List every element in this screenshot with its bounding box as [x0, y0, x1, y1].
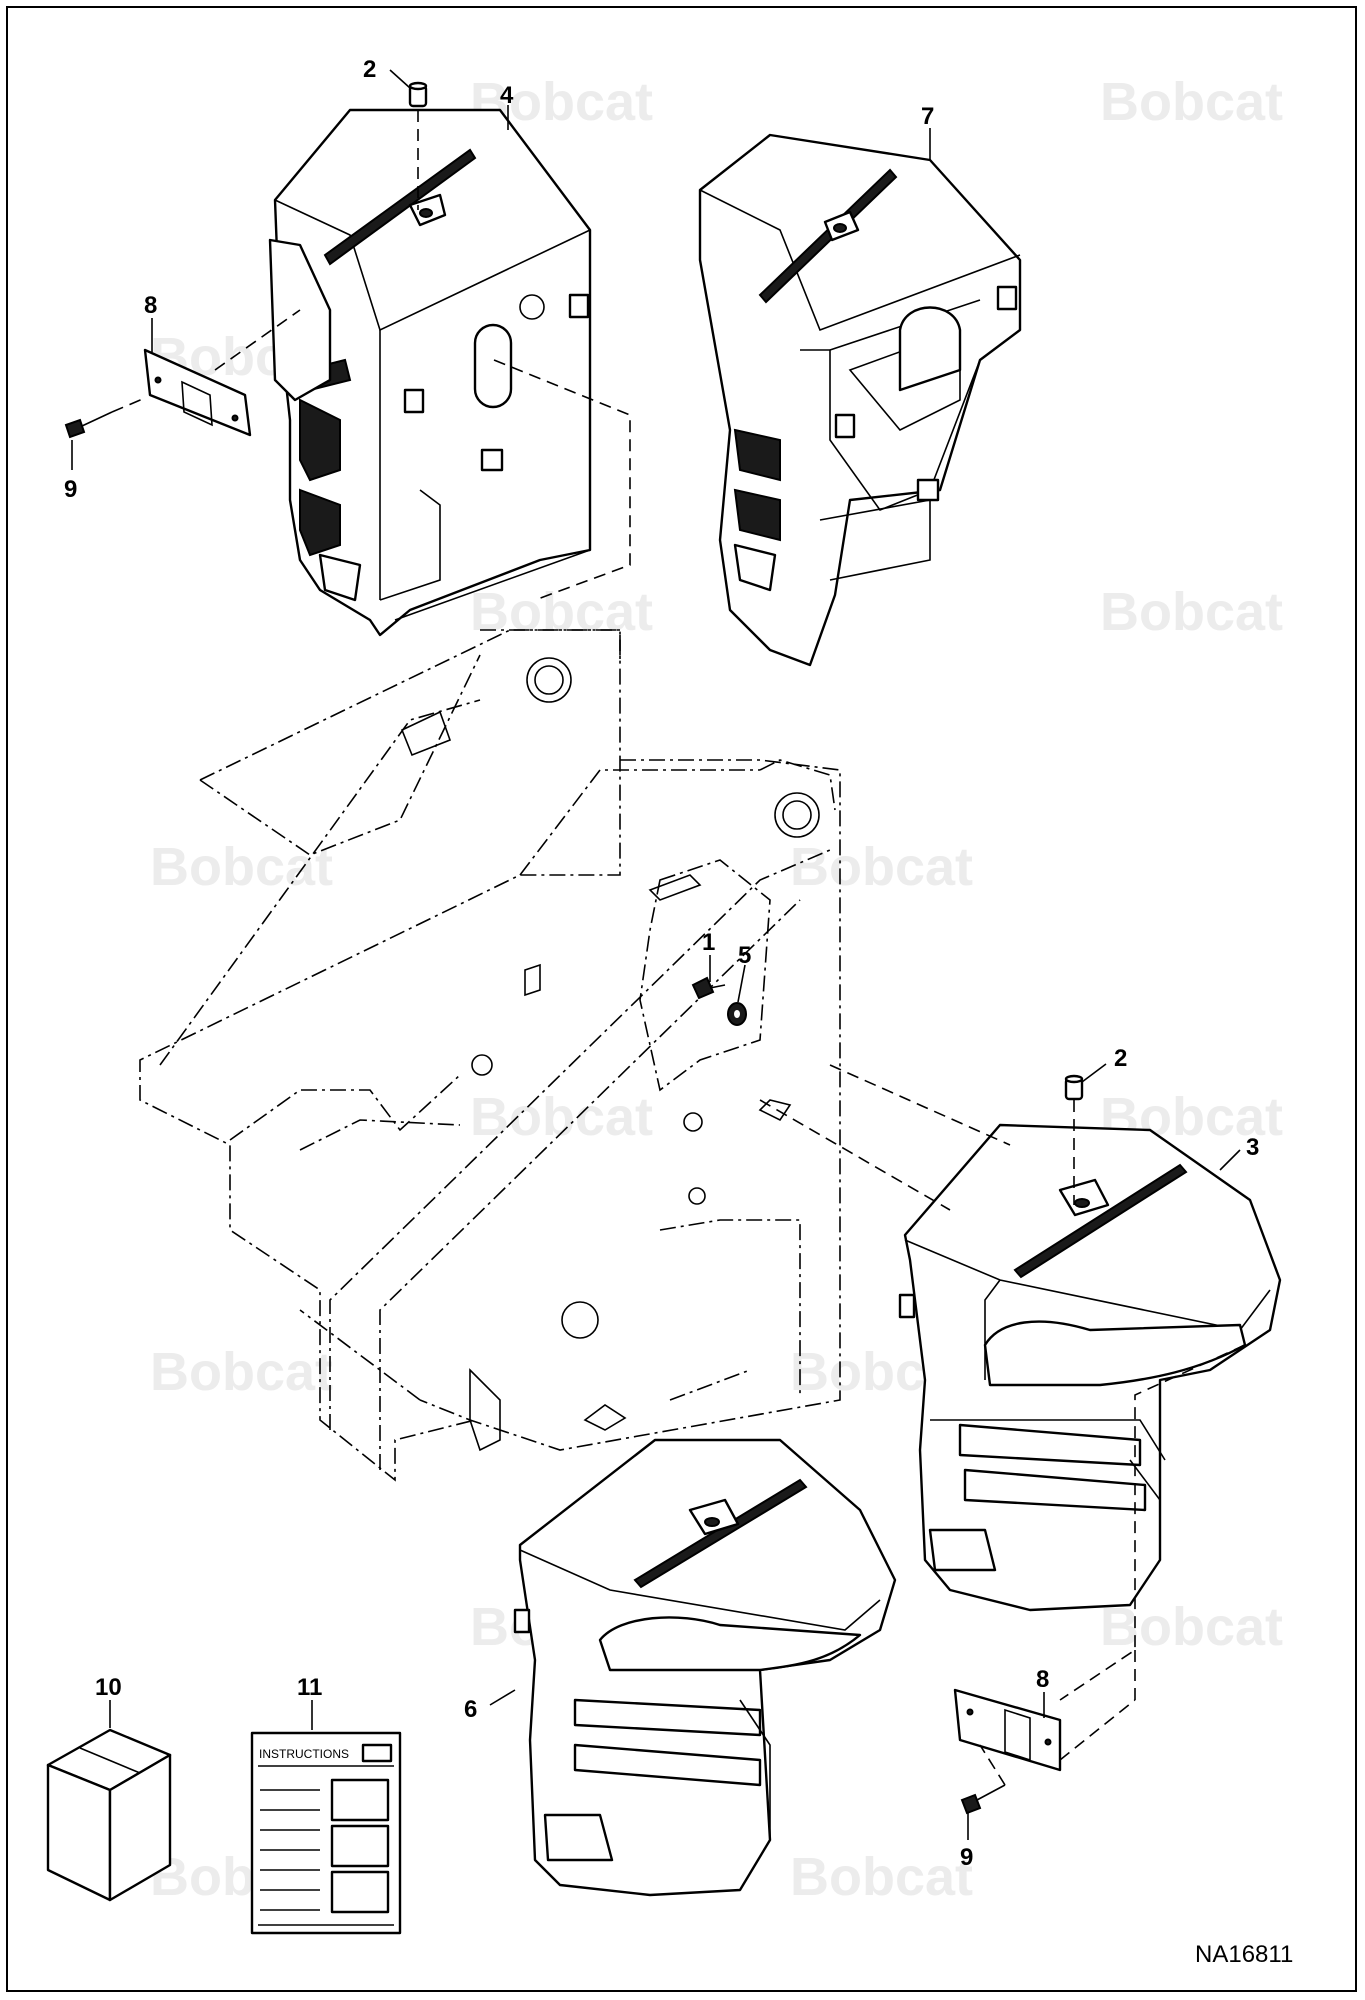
- drawing-frame: [6, 6, 1357, 1992]
- watermark: Bobcat: [1100, 72, 1283, 132]
- counterweight-right-7[interactable]: [698, 133, 1022, 667]
- watermark: Bobcat: [150, 837, 333, 897]
- watermark: Bobcat: [470, 582, 653, 642]
- watermark: Bobcat: [790, 1847, 973, 1907]
- pin-2-upper[interactable]: [408, 81, 428, 108]
- callout-9-lower: 9: [960, 1844, 973, 1871]
- callout-2-lower: 2: [1114, 1045, 1127, 1072]
- callout-8-upper: 8: [144, 292, 157, 319]
- callout-11: 11: [297, 1674, 322, 1701]
- washer-5[interactable]: [727, 1002, 747, 1026]
- plate-8-upper[interactable]: [143, 348, 252, 437]
- callout-6: 6: [464, 1696, 477, 1723]
- watermark: Bobcat: [790, 837, 973, 897]
- pin-2-lower[interactable]: [1064, 1074, 1084, 1101]
- machine-frame-phantom: [139, 629, 841, 1482]
- callout-9-upper: 9: [64, 476, 77, 503]
- callout-labels: 2 4 7 8 9 1 5 2 3 6 8 9 10 11: [64, 56, 1259, 1871]
- callout-10: 10: [95, 1674, 122, 1701]
- counterweight-left-4[interactable]: [268, 108, 592, 637]
- callout-5: 5: [738, 942, 751, 969]
- bolt-1[interactable]: [691, 976, 726, 1000]
- callout-4: 4: [500, 82, 514, 109]
- watermark: Bobcat: [1100, 1597, 1283, 1657]
- bolt-9-lower[interactable]: [960, 1784, 1006, 1815]
- callout-leaders: [71, 69, 1241, 1840]
- plate-8-lower[interactable]: [953, 1688, 1062, 1772]
- watermark: Bobcat: [150, 1342, 333, 1402]
- callout-3: 3: [1246, 1134, 1259, 1161]
- instruction-sheet-11[interactable]: INSTRUCTIONS: [250, 1731, 402, 1935]
- watermark: Bobcat: [1100, 582, 1283, 642]
- box-10[interactable]: [46, 1728, 172, 1902]
- assembly-lines: [111, 110, 1246, 1786]
- counterweight-3[interactable]: [898, 1123, 1282, 1612]
- callout-2-upper: 2: [363, 56, 376, 83]
- watermark: Bobcat: [470, 1087, 653, 1147]
- instructions-title: INSTRUCTIONS: [259, 1747, 349, 1761]
- callout-8-lower: 8: [1036, 1666, 1049, 1693]
- drawing-code: NA16811: [1195, 1941, 1293, 1968]
- counterweight-6[interactable]: [513, 1438, 897, 1897]
- bolt-9-upper[interactable]: [64, 411, 113, 439]
- callout-1: 1: [702, 929, 715, 956]
- callout-7: 7: [921, 103, 934, 130]
